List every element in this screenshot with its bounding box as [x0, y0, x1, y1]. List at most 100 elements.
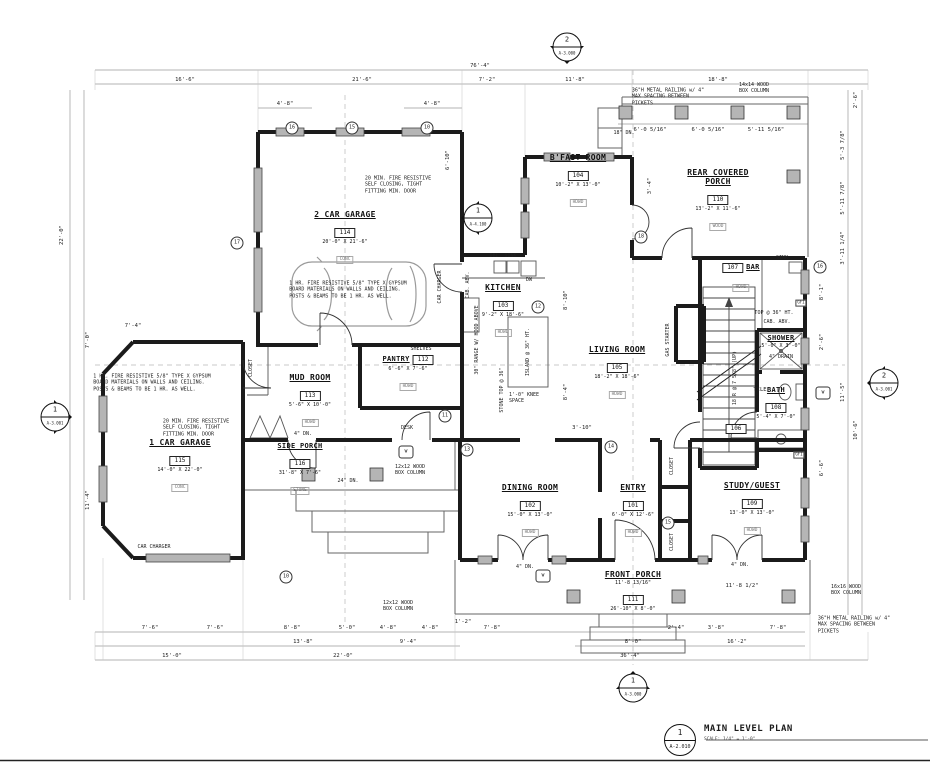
- note-gfi-2: GFI: [793, 451, 805, 459]
- section-marker-left: 1 A-3.001: [37, 399, 73, 435]
- room-label-1-car-garage: 1 CAR GARAGE 115 14'-0" X 22'-0" CONC: [149, 438, 211, 493]
- note-closet-entry-1: CLOSET: [668, 456, 675, 476]
- hex-tag: W: [815, 386, 831, 400]
- room-label-kitchen: KITCHEN 103 9'-2" X 18'-6" HDWD: [481, 283, 525, 338]
- car-outline: [291, 256, 427, 332]
- note-car-charger-1: CAR CHARGER: [436, 270, 443, 304]
- dim-top-7: 4'-8": [423, 101, 441, 107]
- dim-bot-10: 15'-0": [162, 653, 182, 659]
- dim-left-0: 22'-0": [59, 225, 65, 245]
- dim-top-4: 11'-8": [565, 77, 585, 83]
- note-fire-wall-1: 1 HR. FIRE RESISTIVE 5/8" TYPE X GYPSUM …: [289, 280, 407, 300]
- sheet-border: [0, 739, 930, 762]
- note-cab-abv-kitchen: CAB. ABV.: [464, 271, 471, 299]
- dim-bot-3: 5'-0": [338, 625, 356, 631]
- room-label-hall: 106: [725, 415, 747, 434]
- note-desk: DESK: [400, 424, 414, 431]
- note-range: 30" RANGE W/ HOOD ABOVE: [473, 305, 480, 375]
- note-col12-side: 12x12 WOOD BOX COLUMN: [394, 463, 426, 476]
- room-label-bath: BATH 108 5'-4" X 7'-0": [756, 386, 796, 421]
- dim-int-3: 3'-4": [647, 177, 653, 195]
- note-cab-abv-bar: CAB. ABV.: [763, 318, 791, 325]
- note-fire-wall-2: 1 HR. FIRE RESISTIVE 5/8" TYPE X GYPSUM …: [93, 373, 211, 393]
- dim-left-2: 7'-0": [85, 331, 91, 349]
- note-car-charger-2: CAR CHARGER: [137, 543, 171, 550]
- dim-bot-6: 1'-2": [454, 619, 472, 625]
- note-railing-bottom: 36"H METAL RAILING w/ 4" MAX SPACING BET…: [817, 615, 891, 635]
- room-label-dining: DINING ROOM 102 15'-0" X 13'-0" HDWD: [501, 483, 559, 538]
- note-dn24-side: 24" DN.: [337, 477, 359, 484]
- dim-bot-12: 8'-0": [624, 639, 642, 645]
- dim-right-8: 6'-6": [819, 459, 825, 477]
- dim-right-5: 2'-6": [819, 333, 825, 351]
- dim-bot-18: 11'-8 1/2": [725, 583, 759, 589]
- note-dw: DW: [525, 276, 533, 283]
- window-tag: 12: [531, 300, 545, 314]
- stair-arrow: [725, 297, 733, 307]
- dim-left-1: 7'-4": [124, 323, 142, 329]
- note-closet-entry-2: CLOSET: [668, 532, 675, 552]
- room-label-study: STUDY/GUEST 109 13'-0" X 13'-0" HDWD: [723, 481, 781, 536]
- dim-bot-16: 7'-8": [769, 625, 787, 631]
- finish-tag-bath: TILE: [753, 387, 767, 393]
- window-tag: 10: [420, 121, 434, 135]
- dim-bot-0: 7'-6": [141, 625, 159, 631]
- note-closet-mud: CLOSET: [247, 358, 254, 378]
- dim-int-4: 6'-10": [445, 150, 451, 170]
- note-dbl-sink: DBL. SINK: [489, 252, 517, 259]
- drawing-scale: SCALE: 1/4" = 1'-0": [704, 737, 756, 742]
- note-col16: 16x16 WOOD BOX COLUMN: [830, 583, 862, 596]
- window-tag: 10: [279, 570, 293, 584]
- room-label-rear-porch: REAR COVERED PORCH 110 13'-2" X 11'-6" W…: [687, 168, 749, 232]
- note-shelves: SHELVES: [410, 345, 432, 352]
- dim-bot-15: 16'-2": [727, 639, 747, 645]
- dim-right-3: 3'-11 1/4": [840, 231, 846, 265]
- room-label-side-porch: SIDE PORCH 116 31'-8" X 7'-6" STONE: [277, 442, 323, 495]
- dim-bot-7: 7'-8": [483, 625, 501, 631]
- note-fire-door-1: 20 MIN. FIRE RESISTIVE SELF CLOSING, TIG…: [364, 175, 432, 195]
- note-dn4-side: 4" DN.: [293, 430, 313, 437]
- note-col12-front: 12x12 WOOD BOX COLUMN: [382, 599, 414, 612]
- room-label-pantry: PANTRY 112 6'-6" X 7'-6" HDWD: [383, 354, 434, 391]
- note-knee-space: 1'-0" KNEE SPACE: [508, 391, 540, 404]
- note-top36-bar: TOP @ 36" HT.: [754, 309, 794, 316]
- dim-right-1: 5'-3 7/8": [840, 130, 846, 160]
- dim-bot-11: 22'-0": [333, 653, 353, 659]
- dim-top-5: 18'-8": [708, 77, 728, 83]
- window-tag: 17: [230, 236, 244, 250]
- note-bar-sink: SINK: [775, 254, 789, 261]
- stair-break-line: [696, 345, 762, 401]
- note-stone-top: STONE TOP @ 36": [498, 367, 505, 413]
- note-dn4-study: 4" DN.: [730, 561, 750, 568]
- note-gfi-1: GFI: [795, 299, 807, 307]
- dim-bot-14: 3'-8": [707, 625, 725, 631]
- note-gas-starter: GAS STARTER: [664, 323, 671, 357]
- window-tag: 16: [813, 260, 827, 274]
- dim-top-6: 4'-8": [276, 101, 294, 107]
- door-tag: 15: [661, 516, 675, 530]
- room-label-front-porch: FRONT PORCH 11'-8 13/16" 111 26'-10" X 8…: [604, 570, 662, 613]
- room-label-2-car-garage: 2 CAR GARAGE 114 20'-0" X 21'-6" CONC: [314, 210, 376, 265]
- room-label-bfast: B'FAST ROOM 104 10'-2" X 13'-0" HDWD: [549, 153, 607, 208]
- section-marker-interior: 1 A-4.100: [460, 200, 496, 236]
- note-fire-door-2: 20 MIN. FIRE RESISTIVE SELF CLOSING, TIG…: [162, 418, 230, 438]
- note-drain: 4" DRAIN: [768, 353, 794, 360]
- door-tag: 14: [604, 440, 618, 454]
- dim-right-6: 11'-5": [840, 382, 846, 402]
- note-railing-top: 36"H METAL RAILING w/ 4" MAX SPACING BET…: [631, 87, 705, 107]
- section-marker-top: 2 A-3.000: [549, 29, 585, 65]
- dim-bot-5: 4'-8": [421, 625, 439, 631]
- dim-bot-9: 9'-4": [399, 639, 417, 645]
- dim-bot-1: 7'-6": [206, 625, 224, 631]
- dim-right-4: 8'-1": [819, 283, 825, 301]
- note-island: ISLAND @ 36" HT.: [524, 327, 531, 377]
- dim-top-overall: 76'-4": [470, 63, 490, 69]
- dim-top-3: 7'-2": [478, 77, 496, 83]
- title-block: 1 A-2.010 MAIN LEVEL PLAN SCALE: 1/4" = …: [664, 724, 793, 756]
- window-tag: 15: [345, 121, 359, 135]
- dim-right-0: 2'-6": [853, 91, 859, 109]
- dim-bot-2: 8'-8": [283, 625, 301, 631]
- dim-top-8: 6'-0 5/16": [633, 127, 667, 133]
